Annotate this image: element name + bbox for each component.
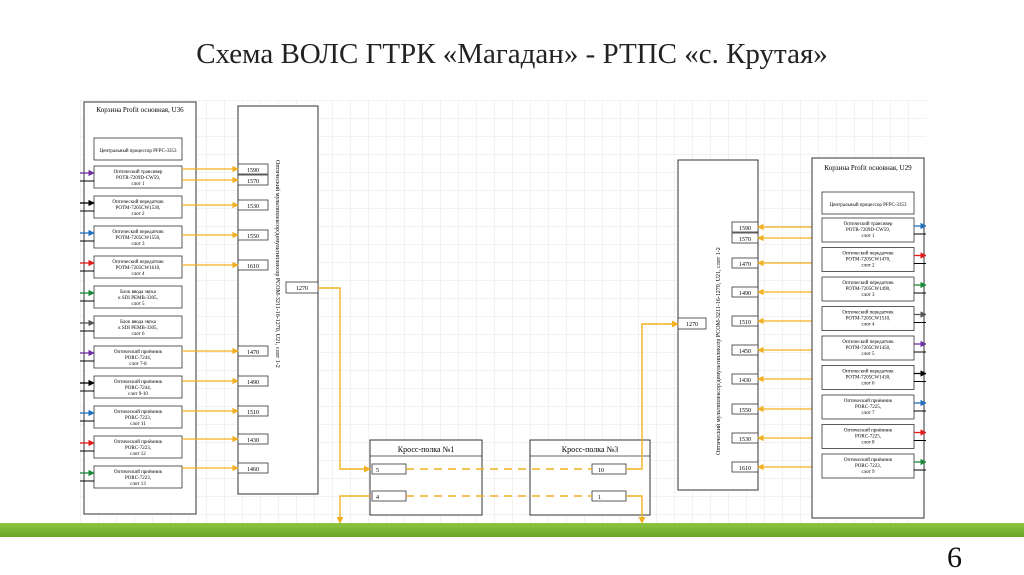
right-card-6 [821, 365, 915, 390]
left-mux-label: Оптический мультиплексор/демультиплексор… [274, 160, 281, 368]
right-mux-port-label-1590: 1590 [739, 226, 751, 232]
left-mux-port-label-1460: 1460 [247, 467, 259, 473]
slide-title: Схема ВОЛС ГТРК «Магадан» - РТПС «с. Кру… [196, 38, 828, 70]
left-cpu-box [93, 137, 183, 161]
left-mux-port-label-1510: 1510 [247, 410, 259, 416]
page-number: 6 [947, 541, 962, 574]
left-cabinet: Корзина Profit основная, U36 Центральный… [80, 101, 197, 515]
cross1-port-a-label: 5 [376, 468, 379, 474]
right-mux: Оптический мультиплексор/демультиплексор… [677, 159, 822, 491]
left-cpu-label: Центральный процессор PFPC-3353 [100, 149, 177, 154]
right-card-9 [821, 453, 915, 479]
left-mux-common-label: 1270 [296, 286, 308, 292]
bottom-green-bar [0, 523, 1024, 537]
diagram-grid-background [80, 100, 926, 523]
left-card-7 [93, 345, 183, 369]
right-card-3 [821, 276, 915, 302]
left-trunk-fiber-return [336, 495, 370, 523]
left-card-2 [93, 195, 183, 219]
right-mux-port-label-1570: 1570 [739, 237, 751, 243]
right-mux-common-label: 1270 [686, 322, 698, 328]
cross3-frame [529, 439, 651, 516]
right-mux-port-label-1430: 1430 [739, 378, 751, 384]
right-mux-port-label-1610: 1610 [739, 466, 751, 472]
right-card-2 [821, 247, 915, 272]
cross3-port-a-label: 10 [598, 468, 604, 474]
cross1-port-b-label: 4 [376, 495, 379, 501]
right-trunk-fiber [626, 320, 679, 470]
left-card-11 [93, 465, 183, 489]
left-trunk-fiber [318, 287, 371, 473]
right-cpu-label: Центральный процессор PFPC-3353 [830, 203, 907, 208]
right-card-1 [821, 217, 915, 243]
right-card-5 [821, 335, 915, 361]
cross3-port-b-label: 1 [598, 495, 601, 501]
right-mux-label: Оптический мультиплексор/демультиплексор… [715, 247, 722, 455]
right-mux-port-label-1530: 1530 [739, 437, 751, 443]
left-mux-port-label-1430: 1430 [247, 438, 259, 444]
left-mux-port-label-1550: 1550 [247, 234, 259, 240]
right-cpu-box [821, 191, 915, 215]
left-card-4 [93, 255, 183, 279]
right-mux-port-label-1470: 1470 [739, 262, 751, 268]
fiber-scheme-diagram: Корзина Profit основная, U36 Центральный… [80, 100, 926, 523]
left-card-5 [93, 285, 183, 309]
right-mux-port-label-1490: 1490 [739, 291, 751, 297]
left-card-9 [93, 405, 183, 429]
left-mux-port-label-1470: 1470 [247, 350, 259, 356]
right-trunk-fiber-return [626, 495, 646, 523]
cross-shelf-3: Кросс-полка №3 10 1 [529, 439, 651, 516]
left-card-10 [93, 435, 183, 459]
right-card-8 [821, 424, 915, 449]
left-mux-port-label-1530: 1530 [247, 204, 259, 210]
left-card-8 [93, 375, 183, 399]
right-mux-port-label-1450: 1450 [739, 349, 751, 355]
right-card-7 [821, 394, 915, 420]
right-mux-port-label-1550: 1550 [739, 408, 751, 414]
left-mux-port-label-1490: 1490 [247, 380, 259, 386]
cross-shelf-1: Кросс-полка №1 5 4 [369, 439, 483, 516]
cross1-frame [369, 439, 483, 516]
left-card-6 [93, 315, 183, 339]
left-card-3 [93, 225, 183, 249]
left-mux-port-label-1610: 1610 [247, 264, 259, 270]
right-card-4 [821, 306, 915, 331]
left-cabinet-title: Корзина Profit основная, U36 [96, 106, 184, 114]
left-card-1 [93, 165, 183, 189]
right-cabinet: Корзина Profit основная, U29 Центральный… [811, 157, 926, 519]
left-mux-port-label-1590: 1590 [247, 168, 259, 174]
trunk-fibers [318, 287, 679, 523]
right-mux-port-label-1510: 1510 [739, 320, 751, 326]
right-cabinet-title: Корзина Profit основная, U29 [824, 164, 912, 172]
left-mux: Оптический мультиплексор/демультиплексор… [182, 105, 319, 495]
cross3-title: Кросс-полка №3 [562, 445, 618, 454]
cross1-title: Кросс-полка №1 [398, 445, 454, 454]
left-mux-port-label-1570: 1570 [247, 179, 259, 185]
